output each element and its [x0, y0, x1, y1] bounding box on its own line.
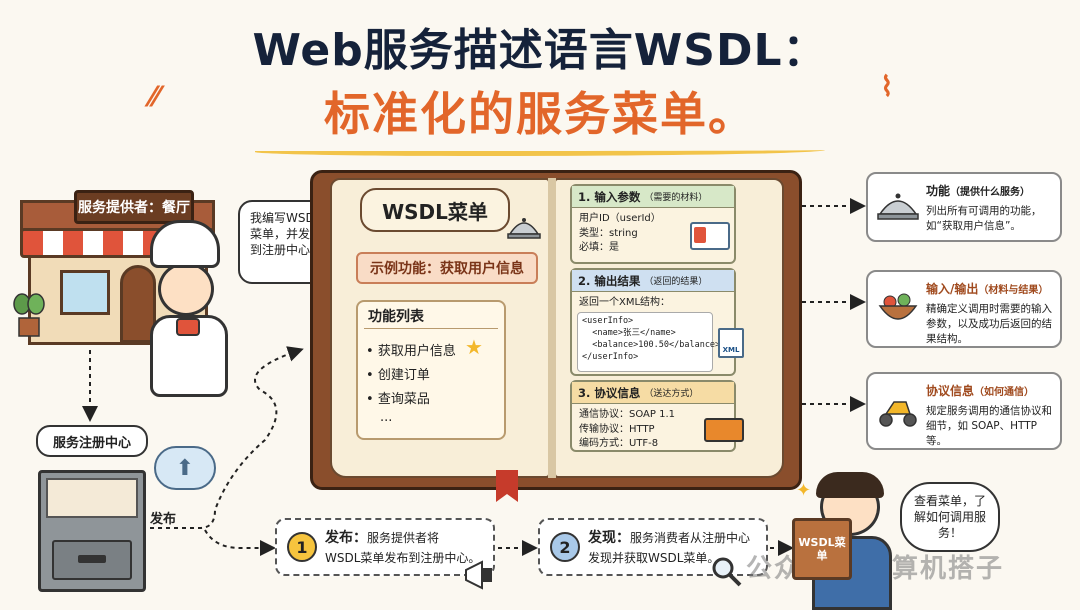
registry-label: 服务注册中心: [36, 425, 148, 457]
step-discover: 2 发现：服务消费者从注册中心发现并获取WSDL菜单。: [538, 518, 768, 576]
callout-text: 精确定义调用时需要的输入参数，以及成功后返回的结果结构。: [926, 303, 1052, 346]
list-item: • 获取用户信息: [366, 344, 456, 359]
input-line: 用户ID（userId）: [579, 213, 661, 224]
input-line: 类型：string: [579, 227, 638, 239]
example-function: 示例功能：获取用户信息: [356, 252, 538, 284]
consumer-book: WSDL菜单: [792, 518, 852, 580]
megaphone-icon: [465, 560, 492, 590]
list-item: ...: [380, 410, 393, 425]
consumer-speech-bubble: 查看菜单，了解如何调用服务！: [900, 482, 1000, 552]
step-number: 1: [287, 532, 317, 562]
callout-title: 功能（提供什么服务）: [926, 184, 1031, 198]
book-spine: [548, 178, 556, 478]
list-item: • 查询菜品: [366, 392, 430, 407]
callout-function: 功能（提供什么服务） 列出所有可调用的功能，如“获取用户信息”。: [866, 172, 1062, 242]
consumer-hair: [816, 472, 884, 498]
delivery-truck-icon: [704, 418, 744, 442]
book-title: WSDL菜单: [360, 188, 510, 232]
cloud-upload-icon: ⬆: [154, 446, 216, 490]
publish-label: 发布: [150, 512, 177, 527]
star-icon: ★: [465, 335, 483, 359]
protocol-line: 通信协议：SOAP 1.1: [579, 409, 675, 420]
restaurant-sign: 服务提供者：餐厅: [74, 190, 194, 224]
xml-file-icon: XML: [718, 328, 744, 358]
callout-text: 列出所有可调用的功能，如“获取用户信息”。: [926, 205, 1042, 233]
restaurant-window: [60, 270, 110, 315]
callout-title: 输入/输出（材料与结果）: [926, 282, 1049, 296]
input-heading: 1. 输入参数（需要的材料）: [572, 186, 734, 208]
magnifier-icon: [712, 557, 742, 587]
function-list-box: [356, 300, 506, 440]
step-text: 发现：服务消费者从注册中心发现并获取WSDL菜单。: [588, 529, 751, 565]
title-underline: [255, 146, 825, 156]
protocol-heading: 3. 协议信息（送达方式）: [572, 382, 734, 404]
xml-code-block: <userInfo> <name>张三</name> <balance>100.…: [577, 312, 720, 372]
id-card-photo: [694, 227, 706, 243]
cloche-icon: [877, 193, 919, 220]
protocol-line: 编码方式：UTF-8: [579, 438, 659, 449]
input-line: 必填：是: [579, 242, 619, 253]
output-heading: 2. 输出结果（返回的结果）: [572, 270, 734, 292]
callout-title: 协议信息（如何通信）: [926, 384, 1035, 398]
chef-neckerchief: [176, 318, 200, 336]
chef-avatar: [158, 262, 214, 316]
divider: [364, 328, 498, 329]
plant-icon: [13, 293, 45, 337]
sparkle-icon: ⁄⁄: [150, 80, 160, 113]
scooter-icon: [879, 401, 917, 427]
lightbulb-icon: ✦: [796, 480, 812, 501]
protocol-line: 传输协议：HTTP: [579, 423, 655, 435]
cloche-icon: [507, 218, 541, 239]
sparkle-icon: ⌇: [880, 70, 894, 103]
callout-io: 输入/输出（材料与结果） 精确定义调用时需要的输入参数，以及成功后返回的结果结构…: [866, 270, 1062, 348]
bookmark-ribbon: [496, 470, 518, 502]
function-list-title: 功能列表: [368, 309, 424, 325]
output-intro: 返回一个XML结构：: [579, 297, 671, 308]
title-line-1: Web服务描述语言WSDL：: [252, 25, 828, 76]
list-item: • 创建订单: [366, 368, 430, 383]
input-section: 1. 输入参数（需要的材料） 用户ID（userId） 类型：string 必填…: [570, 184, 736, 264]
step-number: 2: [550, 532, 580, 562]
bowl-icon: [878, 293, 918, 320]
drawer-handle: [78, 555, 106, 563]
callout-text: 规定服务调用的通信协议和细节，如 SOAP、HTTP 等。: [926, 405, 1052, 448]
title-line-2: 标准化的服务菜单。: [324, 87, 756, 141]
cabinet-documents: [46, 478, 138, 518]
callout-protocol: 协议信息（如何通信） 规定服务调用的通信协议和细节，如 SOAP、HTTP 等。: [866, 372, 1062, 450]
chef-hat-icon: [150, 220, 220, 268]
